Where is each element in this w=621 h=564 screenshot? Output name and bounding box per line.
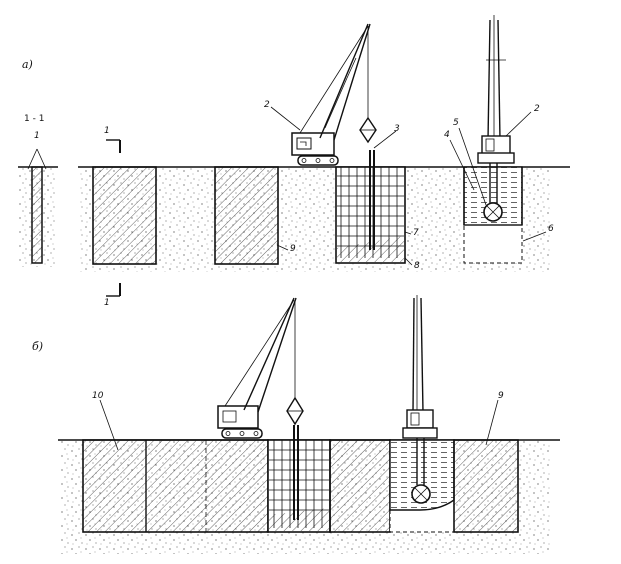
callout-crane-a: 2: [264, 100, 270, 110]
panel-a: [78, 15, 570, 297]
section-wall-callout: 1: [34, 131, 40, 141]
crane-a: [291, 23, 377, 166]
mill-trench-b: [389, 439, 455, 533]
callout-8: 8: [414, 261, 420, 271]
section-1-1: [18, 148, 58, 267]
panel-label-a: а): [22, 58, 33, 71]
concrete-panel-a2: [214, 166, 279, 265]
trench-cutter-b: [402, 295, 438, 504]
callout-10: 10: [92, 391, 104, 401]
section-title: 1 - 1: [24, 114, 45, 124]
section-mark-lines: [106, 139, 121, 297]
section-mark-bottom: 1: [104, 298, 110, 308]
trench-cutter-a: [477, 15, 515, 222]
panel-label-b: б): [32, 340, 44, 353]
callout-grab-a: 3: [394, 124, 400, 134]
panel-b: [58, 295, 560, 554]
callout-mill-a: 2: [534, 104, 540, 114]
callout-4: 4: [444, 130, 450, 140]
callout-6: 6: [548, 224, 554, 234]
callout-5: 5: [453, 118, 459, 128]
rebar-cage-trench-a: [335, 150, 406, 264]
concrete-wall-b: [82, 439, 269, 533]
callout-9-a: 9: [290, 244, 296, 254]
rebar-cage-trench-b: [267, 425, 331, 533]
crane-b: [217, 297, 304, 439]
section-mark-top: 1: [104, 126, 110, 136]
leader-lines-b: [99, 399, 499, 451]
leader-lines-a: [270, 106, 547, 266]
callout-9-b: 9: [498, 391, 504, 401]
callout-7: 7: [413, 228, 419, 238]
concrete-panel-b9: [453, 439, 519, 533]
concrete-panel-a1: [92, 166, 157, 265]
mill-trench-a: [463, 166, 523, 264]
